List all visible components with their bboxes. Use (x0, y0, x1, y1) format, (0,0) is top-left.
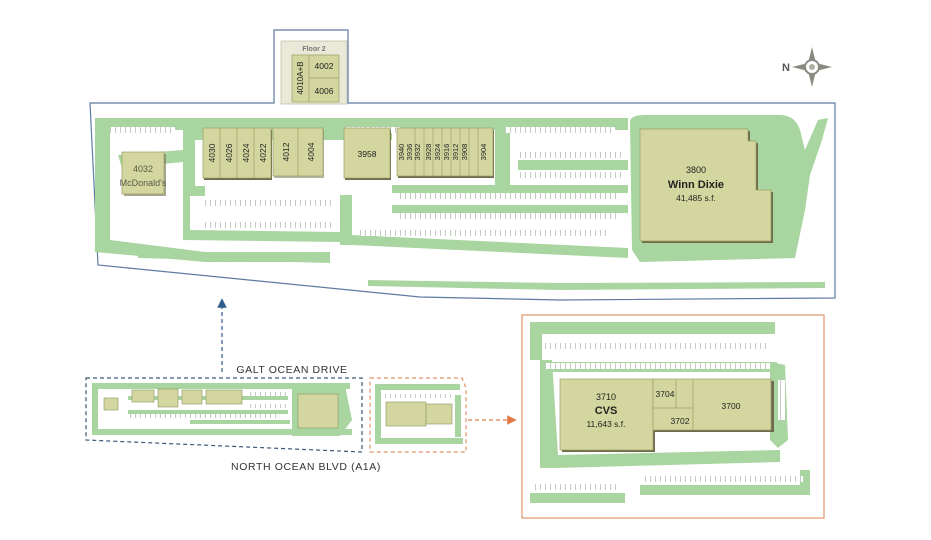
compass: N (782, 47, 832, 87)
unit-4006[interactable]: 4006 (315, 86, 334, 96)
unit-3908[interactable]: 3908 (460, 144, 469, 161)
overview-south-lots (375, 384, 463, 444)
cvs-unit: 3710 (596, 392, 616, 402)
unit-3702[interactable]: 3702 (671, 416, 690, 426)
unit-3704[interactable]: 3704 (656, 389, 675, 399)
unit-4024[interactable]: 4024 (241, 143, 251, 162)
unit-3932[interactable]: 3932 (413, 144, 422, 161)
winn-dixie-unit: 3800 (686, 165, 706, 175)
mcdonalds-unit: 4032 (133, 164, 153, 174)
south-retail-units: 3704 3702 3700 (652, 378, 774, 432)
unit-3958: 3958 (358, 149, 377, 159)
compass-rose-icon (792, 47, 832, 87)
unit-3904[interactable]: 3904 (479, 144, 488, 161)
cvs-building[interactable]: 3710 CVS 11,643 s.f. (559, 378, 655, 452)
south-parking-stalls (535, 343, 803, 490)
center-retail-block: 4012 4004 (272, 127, 324, 178)
unit-3958-building[interactable]: 3958 (343, 127, 391, 180)
overview-map: GALT OCEAN DRIVE NORTH OCEAN BLVD (A1A) (85, 364, 517, 473)
winn-dixie-size: 41,485 s.f. (676, 193, 716, 203)
unit-3924[interactable]: 3924 (433, 144, 442, 161)
street-north-ocean-blvd: NORTH OCEAN BLVD (A1A) (231, 461, 381, 473)
winn-dixie-building[interactable]: 3800 Winn Dixie 41,485 s.f. (639, 128, 773, 243)
overview-south-outline (369, 377, 467, 453)
west-retail-block: 4030 4026 4024 4022 (202, 127, 272, 180)
floor2-inset: Floor 2 4010A+B 4002 4006 (280, 40, 348, 105)
unit-3916[interactable]: 3916 (442, 144, 451, 161)
unit-4022[interactable]: 4022 (258, 143, 268, 162)
unit-3928[interactable]: 3928 (424, 144, 433, 161)
unit-4026[interactable]: 4026 (224, 143, 234, 162)
unit-3912[interactable]: 3912 (451, 144, 460, 161)
east-retail-strip: 3940 3936 3932 3928 3924 3916 3912 3908 … (396, 127, 494, 178)
winn-dixie-name: Winn Dixie (668, 179, 724, 191)
compass-north-label: N (782, 62, 790, 74)
overview-north-buildings (103, 388, 339, 429)
unit-3700[interactable]: 3700 (722, 401, 741, 411)
unit-4012[interactable]: 4012 (281, 142, 291, 161)
mcdonalds-name: McDonald's (120, 178, 167, 188)
cvs-size: 11,643 s.f. (586, 419, 625, 429)
unit-4010ab[interactable]: 4010A+B (296, 61, 305, 94)
mcdonalds-pad[interactable]: 4032 McDonald's (120, 151, 167, 196)
unit-4004[interactable]: 4004 (306, 142, 316, 161)
overview-south-stalls (382, 394, 452, 398)
overview-north-stalls (130, 392, 286, 418)
south-plaza: 3710 CVS 11,643 s.f. 3704 3702 3700 (521, 314, 825, 519)
unit-4030[interactable]: 4030 (207, 143, 217, 162)
north-plaza: 4032 McDonald's 4030 4026 4024 4022 4012… (89, 29, 836, 301)
floor2-title: Floor 2 (302, 46, 325, 53)
unit-3940[interactable]: 3940 (397, 144, 406, 161)
overview-north-outline (85, 377, 363, 453)
cvs-name: CVS (595, 405, 618, 417)
unit-4002[interactable]: 4002 (315, 61, 334, 71)
unit-3936[interactable]: 3936 (405, 144, 414, 161)
street-galt-ocean-drive: GALT OCEAN DRIVE (236, 364, 347, 376)
overview-south-buildings (385, 401, 453, 427)
